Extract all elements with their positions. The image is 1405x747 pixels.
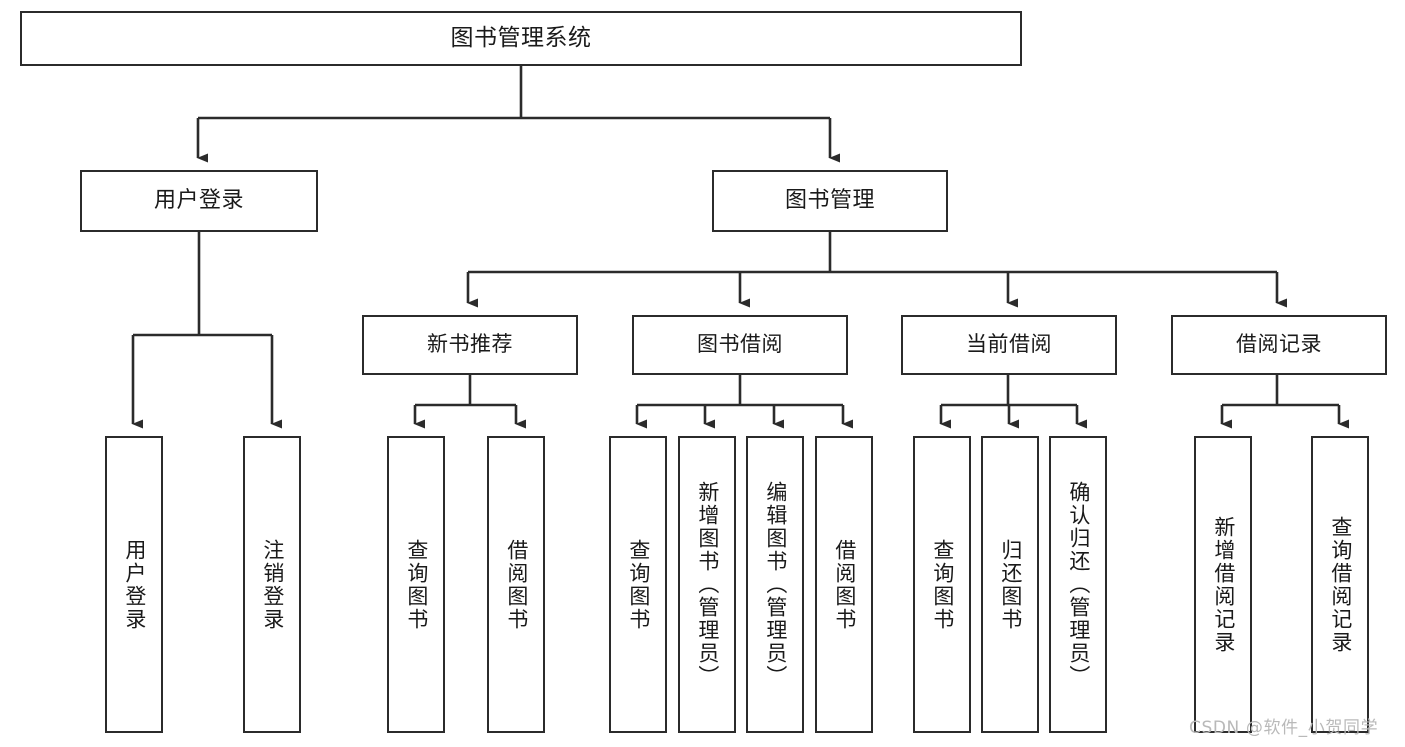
node-label: 新书推荐: [427, 332, 513, 357]
leaf-user-login-logout[interactable]: 注销登录: [243, 436, 301, 733]
leaf-book-borrow-query-books[interactable]: 查询图书: [609, 436, 667, 733]
node-current-borrow[interactable]: 当前借阅: [901, 315, 1117, 375]
node-label: 新增图书（管理员）: [695, 481, 720, 688]
node-label: 图书管理系统: [450, 24, 592, 51]
node-label: 新增借阅记录: [1211, 515, 1236, 654]
leaf-current-borrow-confirm-return-admin[interactable]: 确认归还（管理员）: [1049, 436, 1107, 733]
node-label: 查询图书: [626, 538, 651, 631]
node-label: 查询图书: [404, 538, 429, 631]
leaf-book-borrow-edit-book-admin[interactable]: 编辑图书（管理员）: [746, 436, 804, 733]
node-label: 借阅图书: [504, 538, 529, 631]
leaf-user-login-login[interactable]: 用户登录: [105, 436, 163, 733]
leaf-current-borrow-query-books[interactable]: 查询图书: [913, 436, 971, 733]
leaf-current-borrow-return-books[interactable]: 归还图书: [981, 436, 1039, 733]
node-label: 图书借阅: [697, 332, 783, 357]
node-label: 确认归还（管理员）: [1066, 481, 1091, 688]
node-label: 用户登录: [153, 187, 244, 213]
leaf-new-book-query-books[interactable]: 查询图书: [387, 436, 445, 733]
node-label: 当前借阅: [966, 332, 1052, 357]
node-label: 图书管理: [784, 187, 875, 213]
leaf-book-borrow-add-book-admin[interactable]: 新增图书（管理员）: [678, 436, 736, 733]
node-label: 查询借阅记录: [1328, 515, 1353, 654]
watermark: CSDN @软件_小贺同学: [1189, 718, 1379, 738]
leaf-new-book-borrow-books[interactable]: 借阅图书: [487, 436, 545, 733]
node-label: 查询图书: [930, 538, 955, 631]
node-label: 注销登录: [260, 538, 285, 631]
leaf-borrow-record-add-record[interactable]: 新增借阅记录: [1194, 436, 1252, 733]
node-root-book-management-system[interactable]: 图书管理系统: [20, 11, 1022, 66]
node-label: 借阅记录: [1236, 332, 1322, 357]
node-label: 用户登录: [122, 538, 147, 631]
node-borrow-record[interactable]: 借阅记录: [1171, 315, 1387, 375]
leaf-book-borrow-borrow-books[interactable]: 借阅图书: [815, 436, 873, 733]
leaf-borrow-record-query-record[interactable]: 查询借阅记录: [1311, 436, 1369, 733]
node-book-borrow[interactable]: 图书借阅: [632, 315, 848, 375]
node-user-login[interactable]: 用户登录: [80, 170, 318, 232]
node-book-management[interactable]: 图书管理: [712, 170, 948, 232]
node-label: 编辑图书（管理员）: [763, 481, 788, 688]
node-label: 借阅图书: [832, 538, 857, 631]
node-new-book-recommend[interactable]: 新书推荐: [362, 315, 578, 375]
node-label: 归还图书: [998, 538, 1023, 631]
